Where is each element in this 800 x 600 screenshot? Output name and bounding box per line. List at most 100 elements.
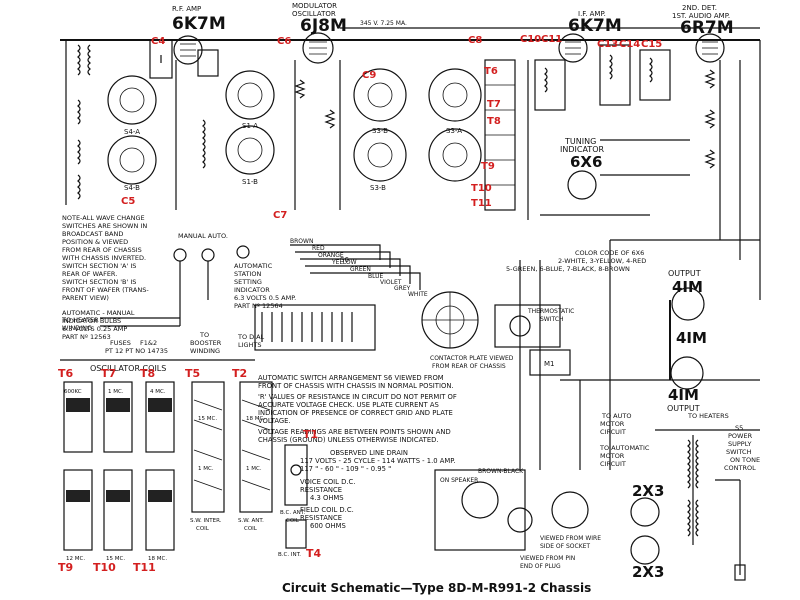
svg-text:INDICATION OF PRESENCE OF CORR: INDICATION OF PRESENCE OF CORRECT GRID A… xyxy=(258,409,453,417)
label-c14: C14 xyxy=(619,39,640,50)
svg-text:1 MC.: 1 MC. xyxy=(108,389,124,395)
automatic-switch-s6: S6 BROWN RED ORANGE YELLOW GREEN BLUE VI… xyxy=(254,238,428,351)
speaker-plug-section: BROWN-BLACK ON SPEAKER VIEWED FROM WIRE … xyxy=(434,468,601,570)
if-amp-tube xyxy=(558,33,588,63)
label-t8: T8 xyxy=(487,116,501,127)
svg-text:TO DIAL: TO DIAL xyxy=(237,333,265,341)
svg-text:SWITCH SECTION 'B' IS: SWITCH SECTION 'B' IS xyxy=(62,278,136,286)
label-c10: C10 xyxy=(520,34,541,45)
svg-text:NOTE-ALL WAVE CHANGE: NOTE-ALL WAVE CHANGE xyxy=(62,214,145,222)
svg-text:LIGHTS: LIGHTS xyxy=(238,341,262,349)
output-2-role: OUTPUT xyxy=(667,404,700,413)
rf-amp-type: 6K7M xyxy=(172,14,226,34)
svg-text:COIL: COIL xyxy=(286,518,300,524)
svg-text:PT 12 PT NO 14735: PT 12 PT NO 14735 xyxy=(105,347,168,355)
svg-text:1 MC.: 1 MC. xyxy=(246,466,262,472)
label-t7: T7 xyxy=(487,99,501,110)
svg-text:INDICATOR: INDICATOR xyxy=(234,286,270,294)
svg-text:YELLOW: YELLOW xyxy=(331,259,357,266)
svg-text:ON TONE: ON TONE xyxy=(730,456,760,464)
svg-text:CONTROL: CONTROL xyxy=(724,464,756,472)
svg-text:VOLTAGE.: VOLTAGE. xyxy=(258,417,291,425)
svg-text:SWITCH: SWITCH xyxy=(540,316,564,323)
svg-text:GREEN: GREEN xyxy=(350,266,371,273)
manual-indicator-note: AUTOMATIC - MANUAL INDICATOR BULBS 6.3 V… xyxy=(62,309,135,341)
motor-circuit-notes: TO AUTO MOTOR CIRCUIT TO AUTOMATIC MOTOR… xyxy=(599,412,760,472)
svg-text:STATION: STATION xyxy=(234,270,262,278)
label-bottom-t4: T4 xyxy=(306,547,322,560)
output-2-type: 4IM xyxy=(668,386,699,404)
svg-text:4 MC.: 4 MC. xyxy=(150,389,166,395)
tuning-indicator-role-1: TUNING xyxy=(564,137,596,146)
label-bottom-t2: T2 xyxy=(232,367,247,380)
svg-text:TO HEATERS: TO HEATERS xyxy=(687,412,729,420)
svg-text:POWER: POWER xyxy=(728,432,753,440)
label-bottom-t8: T8 xyxy=(140,367,155,380)
svg-text:18 MC.: 18 MC. xyxy=(246,416,265,422)
svg-text:VIEWED FROM PIN: VIEWED FROM PIN xyxy=(520,555,575,562)
modulator-role-1: MODULATOR xyxy=(292,2,337,10)
svg-text:FRONT OF WAFER (TRANS-: FRONT OF WAFER (TRANS- xyxy=(62,286,149,294)
if-amp-role: I.F. AMP. xyxy=(578,10,606,18)
svg-text:BOOSTER: BOOSTER xyxy=(190,339,222,347)
svg-text:SWITCHES ARE SHOWN IN: SWITCHES ARE SHOWN IN xyxy=(62,222,147,230)
output-1-type: 4IM xyxy=(672,278,703,296)
svg-text:ORANGE: ORANGE xyxy=(318,252,344,259)
svg-text:600KC: 600KC xyxy=(64,389,82,395)
svg-text:'R' VALUES OF RESISTANCE IN CI: 'R' VALUES OF RESISTANCE IN CIRCUIT DO N… xyxy=(258,393,457,401)
svg-text:S5: S5 xyxy=(735,424,743,432)
rectifier-tube-2 xyxy=(630,535,660,565)
svg-text:B.C. INT.: B.C. INT. xyxy=(278,552,301,558)
svg-text:1 MC.: 1 MC. xyxy=(198,466,214,472)
rectifier-tube-1 xyxy=(630,497,660,527)
middle-notes: AUTOMATIC SWITCH ARRANGEMENT S6 VIEWED F… xyxy=(258,374,457,530)
output-tube-2 xyxy=(670,356,704,390)
modulator-type: 6J8M xyxy=(300,16,347,36)
station-indicator-note: AUTOMATIC STATION SETTING INDICATOR 6.3 … xyxy=(234,262,296,310)
svg-text:INDICATOR BULBS: INDICATOR BULBS xyxy=(62,317,121,325)
svg-text:S3-B: S3-B xyxy=(370,184,386,192)
svg-text:6.3 VOLTS 0.25 AMP: 6.3 VOLTS 0.25 AMP xyxy=(62,325,127,333)
wave-change-note: NOTE-ALL WAVE CHANGE SWITCHES ARE SHOWN … xyxy=(62,214,149,302)
tuning-indicator-type: 6X6 xyxy=(570,153,602,171)
svg-text:WHITE: WHITE xyxy=(408,291,428,298)
svg-text:ACCURATE VOLTAGE CHECK. USE PL: ACCURATE VOLTAGE CHECK. USE PLATE CURREN… xyxy=(258,401,439,409)
svg-text:BROADCAST BAND: BROADCAST BAND xyxy=(62,230,123,238)
rectifier-1-type: 2X3 xyxy=(632,482,664,500)
svg-text:S3-B: S3-B xyxy=(372,127,388,135)
label-c9: C9 xyxy=(362,70,376,81)
svg-text:WINDING: WINDING xyxy=(62,324,92,332)
svg-text:CIRCUIT: CIRCUIT xyxy=(600,428,626,436)
thermostatic-switch: THERMOSTATIC SWITCH M1 xyxy=(494,304,574,376)
svg-text:REAR OF WAFER.: REAR OF WAFER. xyxy=(62,270,117,278)
label-bottom-t1: T1 xyxy=(303,428,318,441)
svg-text:VIEWED FROM WIRE: VIEWED FROM WIRE xyxy=(540,535,601,542)
svg-text:AUTOMATIC SWITCH ARRANGEMENT S: AUTOMATIC SWITCH ARRANGEMENT S6 VIEWED F… xyxy=(258,374,444,382)
svg-text:WITH CHASSIS INVERTED.: WITH CHASSIS INVERTED. xyxy=(62,254,146,262)
tuning-indicator-role-2: INDICATOR xyxy=(560,145,604,154)
svg-text:RED: RED xyxy=(312,245,325,252)
det-role-1: 2ND. DET. xyxy=(682,4,717,12)
svg-text:S1-B: S1-B xyxy=(242,178,258,186)
label-t6: T6 xyxy=(484,66,498,77)
svg-text:RESISTANCE: RESISTANCE xyxy=(300,486,342,494)
svg-text:MOTOR: MOTOR xyxy=(600,452,625,460)
svg-text:FIELD COIL D.C.: FIELD COIL D.C. xyxy=(300,506,354,514)
svg-text:F1&2: F1&2 xyxy=(140,339,157,347)
svg-text:6.3 VOLTS 0.5 AMP.: 6.3 VOLTS 0.5 AMP. xyxy=(234,294,296,302)
svg-text:RESISTANCE: RESISTANCE xyxy=(300,514,342,522)
antenna-transformer-t1 xyxy=(65,40,91,205)
label-c15: C15 xyxy=(641,39,662,50)
svg-text:ON SPEAKER: ON SPEAKER xyxy=(440,477,478,484)
color-code-6x6: COLOR CODE OF 6X6 2-WHITE, 3-YELLOW, 4-R… xyxy=(506,249,646,273)
svg-text:TO AUTO: TO AUTO xyxy=(601,412,631,420)
svg-text:FUSES: FUSES xyxy=(110,339,131,347)
output-1b-type: 4IM xyxy=(676,329,707,347)
svg-text:117 VOLTS - 25 CYCLE - 114 WAT: 117 VOLTS - 25 CYCLE - 114 WATTS - 1.0 A… xyxy=(300,457,455,465)
label-bottom-t5: T5 xyxy=(185,367,200,380)
bottom-coil-forms xyxy=(63,381,308,551)
svg-text:END OF PLUG: END OF PLUG xyxy=(520,563,561,570)
svg-text:POSITION & VIEWED: POSITION & VIEWED xyxy=(62,238,128,246)
label-c8: C8 xyxy=(468,35,482,46)
svg-text:18 MC.: 18 MC. xyxy=(148,556,167,562)
